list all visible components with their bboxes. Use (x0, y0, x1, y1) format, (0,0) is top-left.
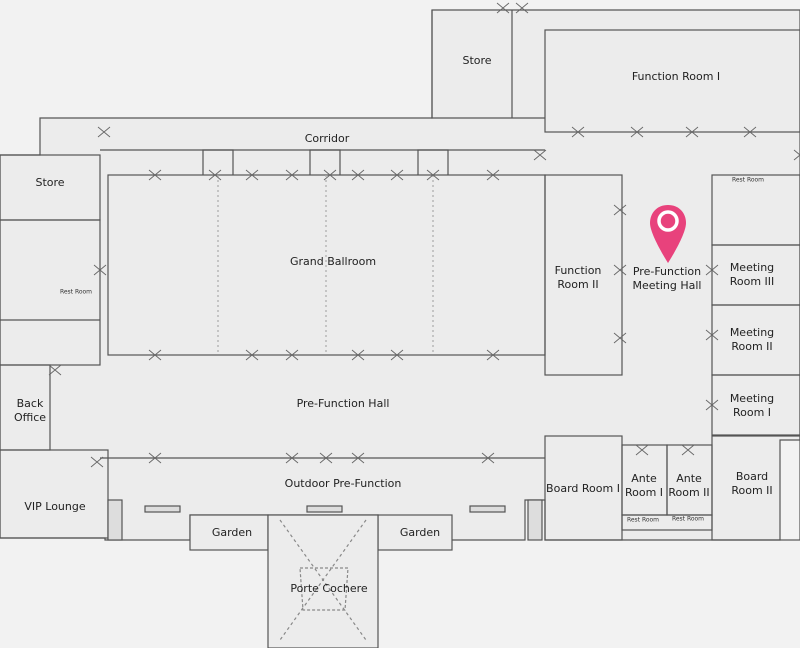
door-icon (245, 349, 259, 361)
door-icon (613, 264, 627, 276)
meeting-room-1-label: Meeting Room I (730, 392, 774, 420)
board-room-2-walls (711, 435, 800, 541)
door-icon (148, 169, 162, 181)
door-icon (486, 169, 500, 181)
door-icon (48, 364, 62, 376)
door-icon (496, 2, 510, 14)
vip-lounge-label: VIP Lounge (24, 500, 86, 513)
prefunction-hall-label: Pre-Function Hall (296, 397, 390, 410)
door-icon (390, 169, 404, 181)
board-room-1-label: Board Room I (546, 482, 620, 495)
ante-room-2-line1: Ante (676, 472, 702, 485)
function-room-1-label: Function Room I (631, 70, 721, 83)
door-icon (351, 349, 365, 361)
door-icon (97, 126, 111, 138)
location-pin-icon[interactable] (648, 203, 688, 265)
back-office-line1: Back (16, 397, 44, 410)
door-icon (90, 456, 104, 468)
door-icon (793, 149, 800, 161)
door-icon (681, 444, 695, 456)
rest-room-ante-1-label: Rest Room (626, 516, 660, 524)
meeting-room-2-line1: Meeting (729, 326, 775, 339)
meeting-room-3-line1: Meeting (729, 261, 775, 274)
corridor-label: Corridor (304, 132, 350, 145)
meeting-room-1-line2: Room I (732, 406, 772, 419)
rest-room-right-label: Rest Room (731, 176, 765, 184)
board-room-2-line1: Board (735, 470, 769, 483)
door-icon (533, 149, 547, 161)
door-icon (685, 126, 699, 138)
door-icon (613, 332, 627, 344)
door-icon (486, 349, 500, 361)
porte-cochere-label: Porte Cochere (290, 582, 368, 595)
back-office-line2: Office (13, 411, 47, 424)
door-icon (481, 452, 495, 464)
door-icon (208, 169, 222, 181)
door-icon (351, 452, 365, 464)
ante-room-1-label: Ante Room I (625, 472, 663, 500)
ante-room-2-line2: Room II (668, 486, 710, 499)
door-icon (635, 444, 649, 456)
door-icon (285, 349, 299, 361)
grand-ballroom-label: Grand Ballroom (289, 255, 377, 268)
garden-left-label: Garden (211, 526, 253, 539)
meeting-room-3-label: Meeting Room III (730, 261, 775, 289)
store-top-walls (431, 10, 545, 119)
prefunction-meeting-hall-label: Pre-Function Meeting Hall (633, 265, 702, 293)
door-icon (743, 126, 757, 138)
door-icon (323, 169, 337, 181)
door-icon (148, 452, 162, 464)
meeting-room-2-line2: Room II (731, 340, 773, 353)
door-icon (705, 399, 719, 411)
door-icon (148, 349, 162, 361)
meeting-room-2-label: Meeting Room II (730, 326, 774, 354)
ante-room-1-line2: Room I (624, 486, 664, 499)
garden-right-label: Garden (399, 526, 441, 539)
function-room-1-walls (544, 29, 800, 133)
store-left-label: Store (35, 176, 65, 189)
meeting-room-3-line2: Room III (729, 275, 775, 288)
door-icon (390, 349, 404, 361)
rest-room-ante-2-label: Rest Room (671, 515, 705, 523)
door-icon (93, 264, 107, 276)
door-icon (285, 169, 299, 181)
ante-room-1-line1: Ante (631, 472, 657, 485)
door-icon (613, 204, 627, 216)
door-icon (245, 169, 259, 181)
door-icon (515, 2, 529, 14)
door-icon (705, 264, 719, 276)
door-icon (705, 329, 719, 341)
door-icon (571, 126, 585, 138)
prefunction-meeting-line1: Pre-Function (632, 265, 702, 278)
door-markers (48, 2, 800, 468)
prefunction-meeting-line2: Meeting Hall (632, 279, 702, 292)
rest-room-left-label: Rest Room (59, 288, 93, 296)
door-icon (426, 169, 440, 181)
ante-room-2-label: Ante Room II (668, 472, 709, 500)
board-room-2-line2: Room II (731, 484, 773, 497)
porte-cochere-walls (267, 514, 379, 648)
garden-left-walls (189, 514, 269, 551)
door-icon (630, 126, 644, 138)
store-top-label: Store (462, 54, 492, 67)
vip-lounge-walls (0, 449, 109, 539)
door-icon (285, 452, 299, 464)
function-room-2-label: Function Room II (555, 264, 602, 292)
garden-right-walls (377, 514, 453, 551)
meeting-room-1-line1: Meeting (729, 392, 775, 405)
back-office-label: Back Office (14, 397, 46, 425)
door-icon (351, 169, 365, 181)
door-icon (319, 452, 333, 464)
function-room-2-walls (544, 174, 623, 376)
outdoor-prefunction-label: Outdoor Pre-Function (284, 477, 402, 490)
function-room-2-line1: Function (554, 264, 602, 277)
function-room-2-line2: Room II (557, 278, 599, 291)
board-room-2-label: Board Room II (731, 470, 772, 498)
